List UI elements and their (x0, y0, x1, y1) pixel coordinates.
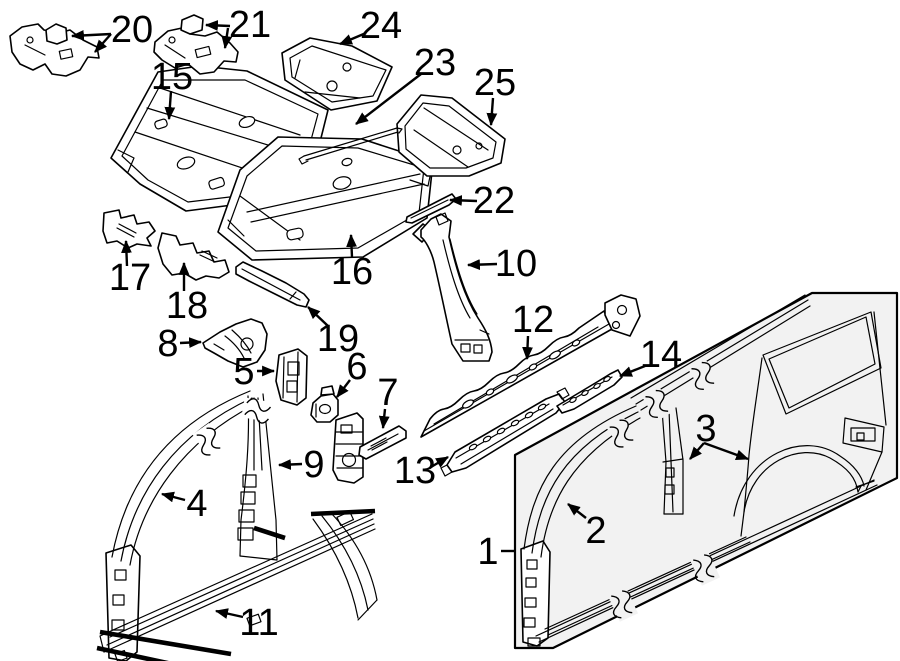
callout-21: 21 (204, 4, 271, 50)
callout-15-number: 15 (151, 56, 193, 98)
callout-16: 16 (331, 233, 373, 293)
part-23-rod (298, 127, 403, 165)
callout-19: 19 (307, 306, 359, 360)
callout-11: 11 (214, 602, 279, 644)
inset-box-uniside (513, 291, 899, 650)
callout-18: 18 (166, 261, 208, 327)
callout-14: 14 (618, 334, 682, 378)
inset-box-frame (513, 291, 899, 650)
callout-25: 25 (474, 62, 516, 127)
part-5-plate (275, 348, 308, 406)
callout-9: 9 (277, 444, 325, 486)
callout-4-number: 4 (186, 483, 207, 525)
callout-6-number: 6 (346, 346, 367, 388)
part-12-roof-rail (420, 294, 641, 438)
callout-20: 20 (70, 9, 153, 53)
callout-11-number: 11 (239, 602, 278, 644)
callout-24-number: 24 (360, 5, 402, 47)
part-14-bracket (556, 369, 623, 414)
part-4-9-11-door-frame (96, 390, 378, 661)
part-16-floor-pan (217, 136, 434, 261)
part-17-shield (102, 209, 156, 249)
callout-4: 4 (160, 483, 208, 525)
callout-19-number: 19 (317, 318, 359, 360)
callout-10: 10 (466, 243, 537, 285)
callout-1-number: 1 (477, 531, 498, 573)
callout-10-number: 10 (495, 243, 537, 285)
callout-6: 6 (336, 346, 368, 398)
part-10-center-pillar (412, 212, 493, 362)
part-18-shield (157, 232, 230, 281)
callout-3-number: 3 (695, 408, 716, 450)
part-8-bracket (202, 318, 268, 368)
callout-8: 8 (157, 323, 203, 365)
callout-14-number: 14 (640, 334, 682, 376)
callout-24: 24 (339, 5, 402, 47)
part-24-pan (281, 37, 393, 111)
callout-5: 5 (233, 351, 276, 393)
callout-23: 23 (355, 42, 456, 125)
part-6-bracket (310, 385, 339, 423)
callout-13-number: 13 (394, 450, 436, 492)
callout-16-number: 16 (331, 251, 373, 293)
part-20-bracket (9, 23, 100, 77)
callout-3: 3 (689, 408, 750, 461)
callout-8-number: 8 (157, 323, 178, 365)
callout-21-number: 21 (229, 4, 271, 46)
callout-12-number: 12 (512, 299, 554, 341)
callout-13: 13 (394, 450, 449, 492)
callout-22-number: 22 (473, 180, 515, 222)
part-19-strip (235, 261, 310, 308)
callout-2-number: 2 (585, 510, 606, 552)
callout-23-number: 23 (414, 42, 456, 84)
callout-22: 22 (448, 180, 515, 222)
part-25-pan (396, 94, 506, 177)
callout-12: 12 (512, 299, 554, 361)
part-7-reinforcement (332, 412, 407, 484)
callout-9-number: 9 (303, 444, 324, 486)
callout-2: 2 (567, 503, 607, 552)
callout-18-number: 18 (166, 285, 208, 327)
callout-17-number: 17 (109, 257, 151, 299)
callout-25-number: 25 (474, 62, 516, 104)
callout-15: 15 (151, 56, 193, 121)
callout-7: 7 (377, 372, 399, 430)
callout-20-number: 20 (111, 9, 153, 51)
callout-1: 1 (477, 531, 516, 573)
callout-17: 17 (109, 239, 151, 299)
callout-7-number: 7 (377, 372, 398, 414)
callout-5-number: 5 (233, 351, 254, 393)
part-21-bracket (153, 14, 239, 75)
